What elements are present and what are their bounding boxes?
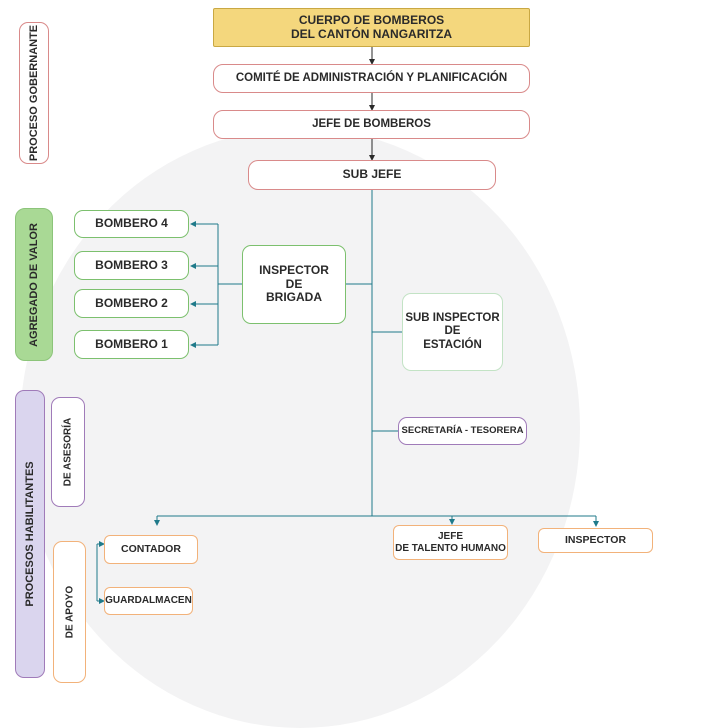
procesos-habilitantes-label: PROCESOS HABILITANTES (15, 390, 45, 678)
bombero-3-box: BOMBERO 3 (74, 251, 189, 280)
header-line-1: CUERPO DE BOMBEROS (298, 12, 445, 27)
committee-text: COMITÉ DE ADMINISTRACIÓN Y PLANIFICACIÓN (235, 71, 508, 84)
proceso-gobernante-text: PROCESO GOBERNANTE (28, 24, 40, 162)
inspector-box: INSPECTOR (538, 528, 653, 553)
agregado-de-valor-label: AGREGADO DE VALOR (15, 208, 53, 361)
inspector-brigada-line-3: BRIGADA (266, 290, 322, 305)
bombero-1-text: BOMBERO 1 (95, 336, 168, 351)
contador-box: CONTADOR (104, 535, 198, 564)
de-apoyo-label: DE APOYO (53, 541, 86, 683)
talento-humano-line-1: JEFE (437, 531, 463, 542)
sub-inspector-box: SUB INSPECTOR DE ESTACIÓN (402, 293, 503, 371)
chief-box: JEFE DE BOMBEROS (213, 110, 530, 139)
de-asesoria-label: DE ASESORÍA (51, 397, 85, 507)
bombero-2-text: BOMBERO 2 (95, 295, 168, 310)
sub-chief-box: SUB JEFE (248, 160, 496, 190)
inspector-brigada-box: INSPECTOR DE BRIGADA (242, 245, 346, 324)
sub-inspector-line-2: DE (444, 325, 461, 338)
inspector-brigada-line-2: DE (285, 276, 303, 291)
sub-inspector-line-3: ESTACIÓN (423, 338, 482, 351)
guardalmacen-text: GUARDALMACEN (105, 595, 192, 607)
secretaria-box: SECRETARÍA - TESORERA (398, 417, 527, 445)
chief-text: JEFE DE BOMBEROS (312, 117, 431, 130)
sub-chief-text: SUB JEFE (342, 167, 402, 182)
inspector-text: INSPECTOR (564, 534, 627, 547)
bombero-1-box: BOMBERO 1 (74, 330, 189, 359)
connector-lines (96, 47, 599, 604)
procesos-habilitantes-text: PROCESOS HABILITANTES (24, 461, 36, 607)
header-box: CUERPO DE BOMBEROS DEL CANTÓN NANGARITZA (213, 8, 530, 47)
guardalmacen-box: GUARDALMACEN (104, 587, 193, 615)
secretaria-text: SECRETARÍA - TESORERA (401, 424, 524, 436)
de-apoyo-text: DE APOYO (64, 585, 75, 639)
header-line-2: DEL CANTÓN NANGARITZA (290, 26, 453, 41)
inspector-brigada-line-1: INSPECTOR (259, 262, 329, 277)
proceso-gobernante-label: PROCESO GOBERNANTE (19, 22, 49, 164)
bombero-4-text: BOMBERO 4 (95, 216, 168, 231)
contador-text: CONTADOR (121, 543, 181, 556)
de-asesoria-text: DE ASESORÍA (62, 417, 74, 487)
talento-humano-line-2: DE TALENTO HUMANO (395, 542, 506, 554)
bombero-3-text: BOMBERO 3 (95, 257, 168, 272)
agregado-de-valor-text: AGREGADO DE VALOR (28, 222, 40, 347)
committee-box: COMITÉ DE ADMINISTRACIÓN Y PLANIFICACIÓN (213, 64, 530, 93)
sub-inspector-line-1: SUB INSPECTOR (405, 312, 500, 325)
bombero-2-box: BOMBERO 2 (74, 289, 189, 318)
bombero-4-box: BOMBERO 4 (74, 210, 189, 238)
talento-humano-box: JEFE DE TALENTO HUMANO (393, 525, 508, 560)
